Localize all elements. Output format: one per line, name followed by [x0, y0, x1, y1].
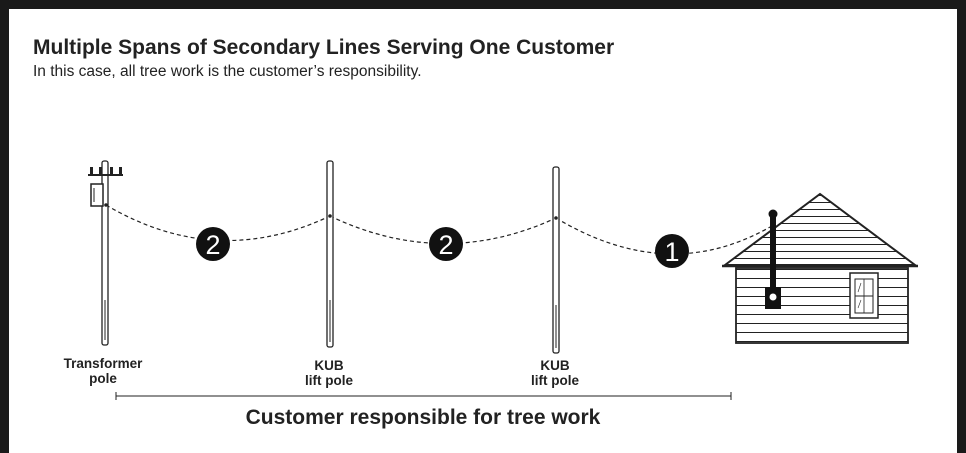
- responsibility-bracket: [115, 392, 732, 400]
- pole-label-kub-1-line1: KUB: [314, 358, 343, 373]
- span-line-2: [329, 215, 557, 245]
- responsibility-label: Customer responsible for tree work: [246, 406, 601, 429]
- pole-label-kub-2-line2: lift pole: [531, 373, 579, 388]
- pole-label-kub-1-line2: lift pole: [305, 373, 353, 388]
- house-wall: [735, 267, 909, 344]
- pole-label-transformer-line1: Transformer: [64, 356, 144, 371]
- house-window: [849, 272, 879, 319]
- span-badge-3: 1: [655, 234, 689, 268]
- span-badge-1: 2: [196, 227, 230, 261]
- span-number-3: 1: [664, 237, 679, 267]
- span-number-1: 2: [205, 230, 220, 260]
- customer-house: [721, 192, 919, 344]
- kub-lift-pole-2: [552, 166, 560, 354]
- house-roof: [721, 192, 919, 266]
- secondary-lines: [105, 204, 771, 255]
- transformer-icon: [90, 183, 104, 207]
- span-badge-2: 2: [429, 227, 463, 261]
- span-line-1: [105, 204, 331, 242]
- diagram-title: Multiple Spans of Secondary Lines Servin…: [33, 36, 615, 59]
- span-number-2: 2: [438, 230, 453, 260]
- diagram-subtitle: In this case, all tree work is the custo…: [33, 63, 422, 80]
- pole-label-transformer-line2: pole: [89, 371, 117, 386]
- service-mast: [765, 209, 781, 309]
- pole-label-kub-2-line1: KUB: [540, 358, 569, 373]
- transformer-pole: [88, 160, 123, 346]
- kub-lift-pole-1: [326, 160, 334, 348]
- meter-icon: [769, 293, 777, 301]
- span-line-3: [555, 217, 771, 255]
